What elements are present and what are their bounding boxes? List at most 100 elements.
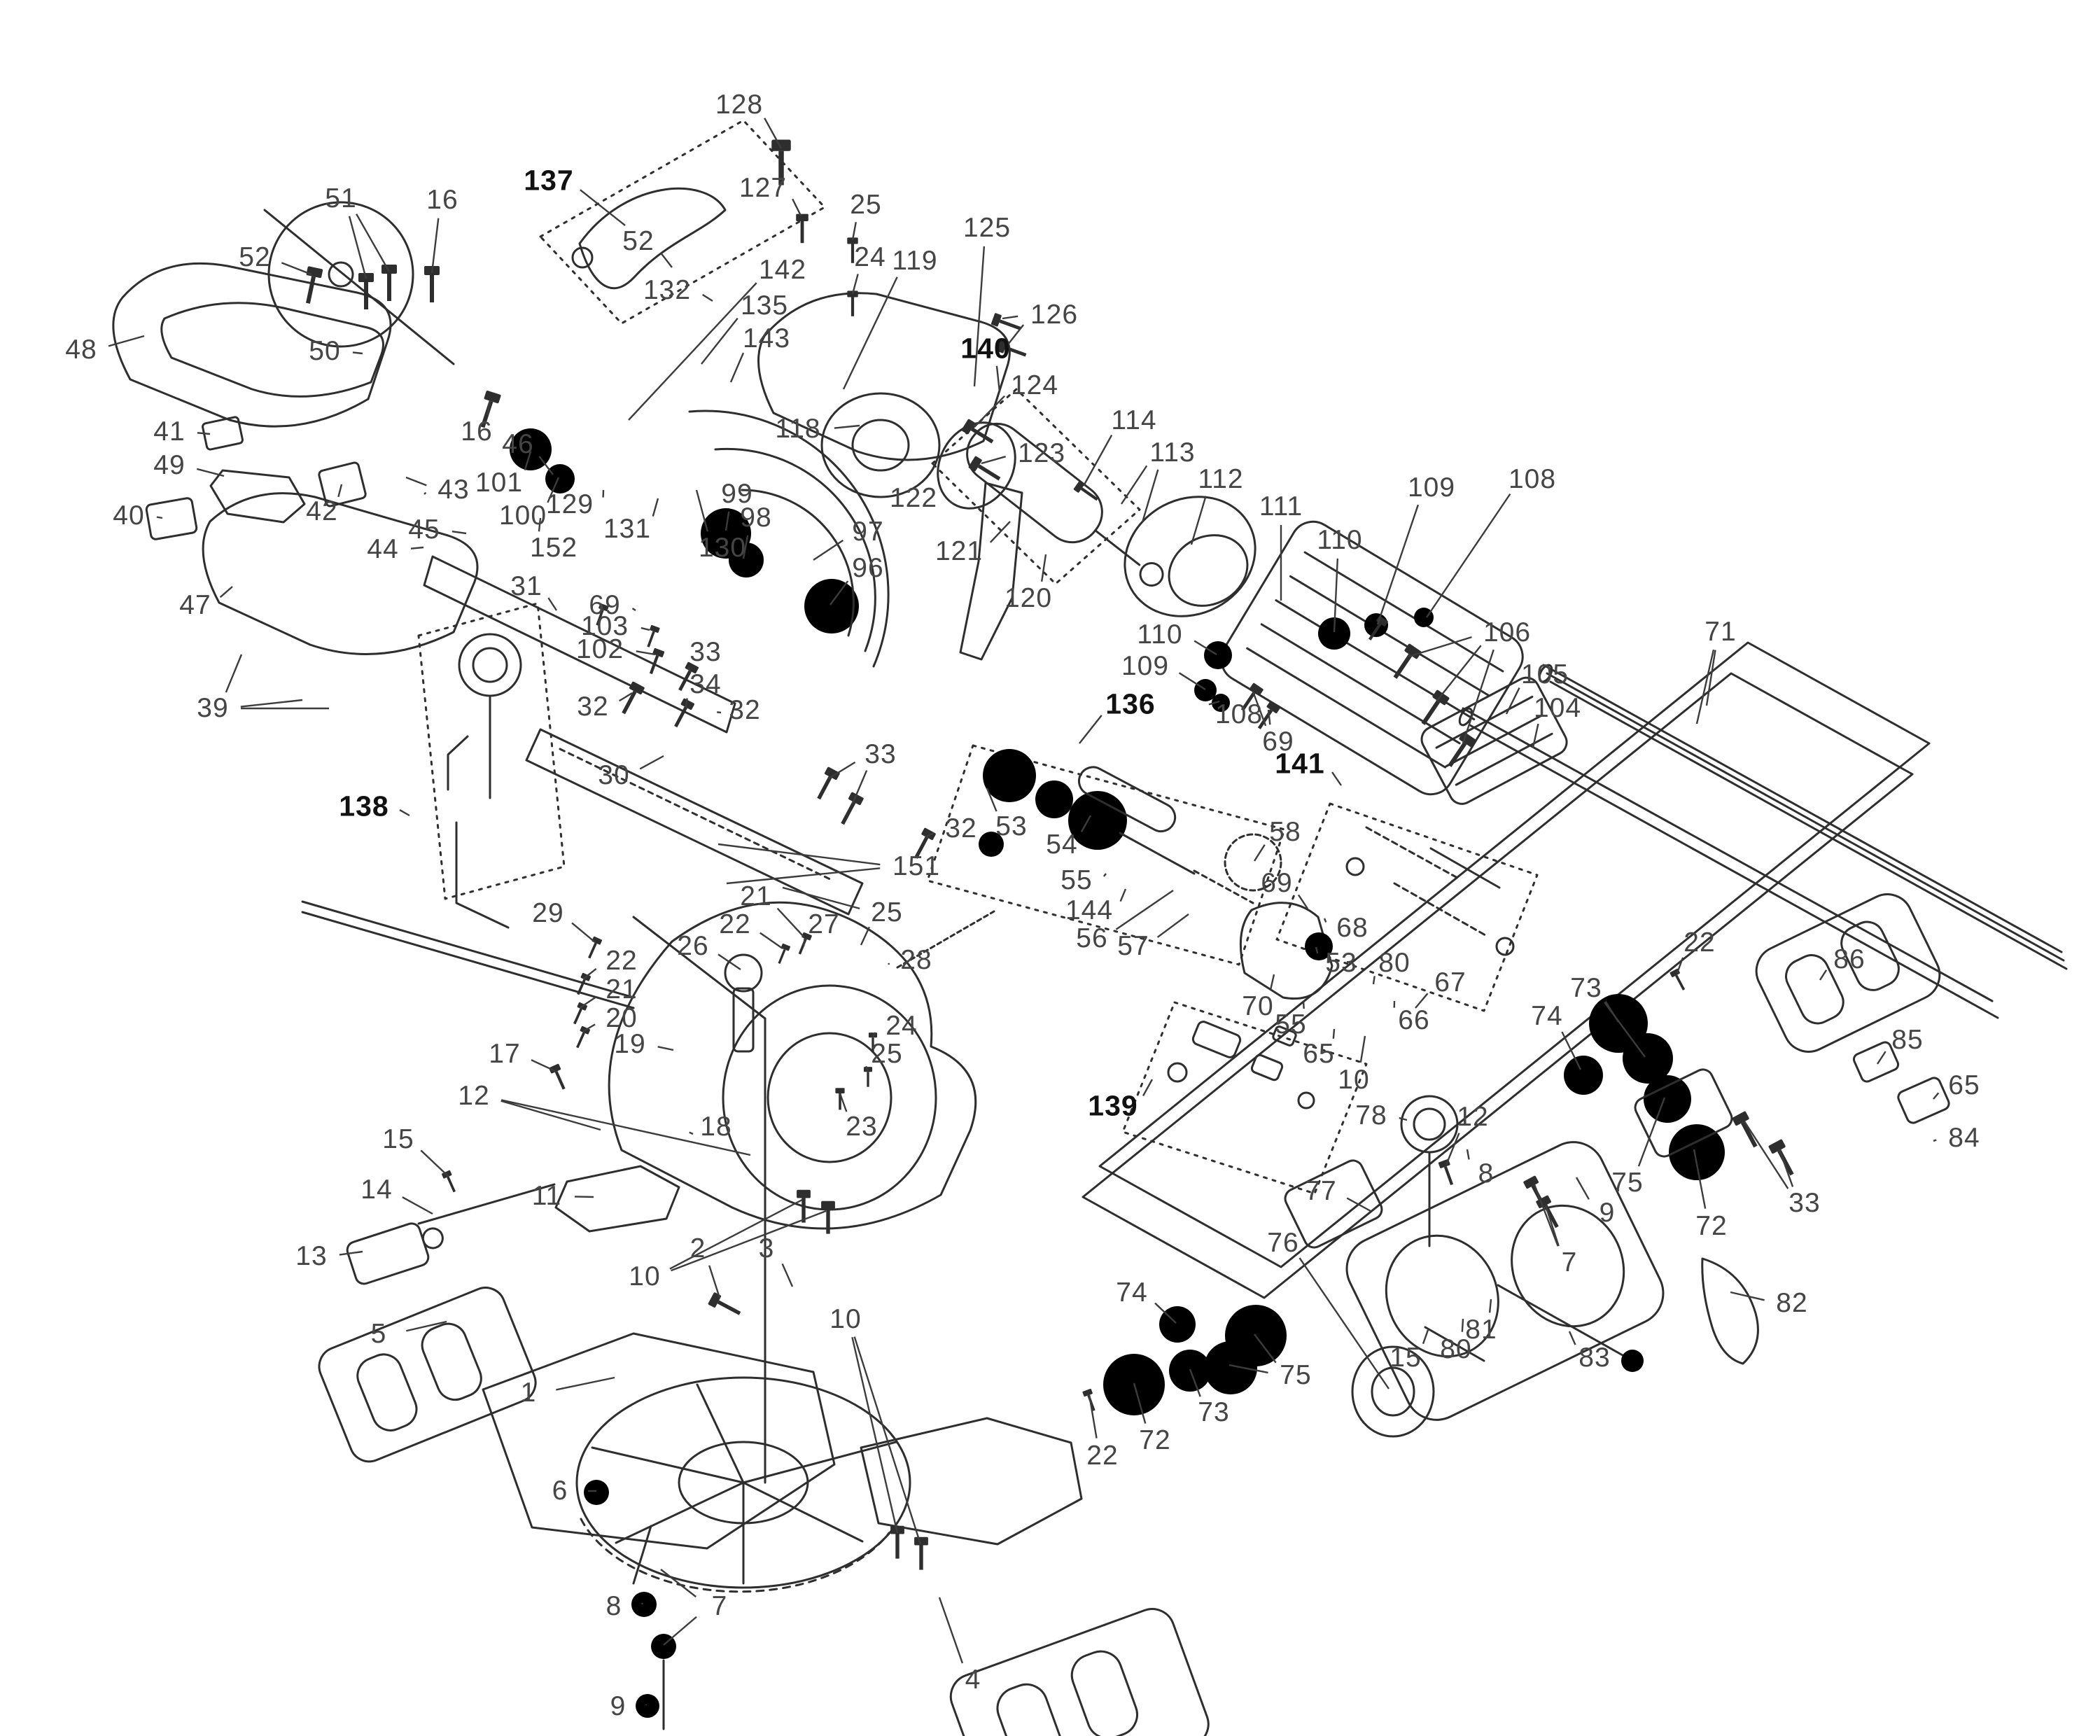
- bushing-76r: [1284, 1159, 1383, 1249]
- part-label-66-88: 66: [1398, 1005, 1430, 1035]
- leader-line-74: [1154, 1302, 1177, 1324]
- leader-line-12: [1445, 1133, 1460, 1166]
- leader-line-33: [851, 770, 868, 804]
- detent-lever-11: [554, 1165, 680, 1233]
- part-label-42-30: 42: [306, 496, 338, 526]
- slide-rail-lower: [1458, 707, 1999, 1019]
- leader-line-78: [1399, 1116, 1408, 1121]
- part-label-26-135: 26: [677, 931, 709, 961]
- part-label-2-143: 2: [690, 1233, 706, 1264]
- leader-line-125: [973, 246, 986, 387]
- leader-line-113: [1141, 469, 1159, 523]
- block-40: [145, 497, 198, 540]
- base-1: [482, 1332, 836, 1550]
- part-label-7-149: 7: [711, 1591, 728, 1621]
- leader-line-121: [989, 521, 1011, 543]
- leader-line-114: [1082, 434, 1113, 486]
- leader-line-39: [225, 654, 243, 693]
- part-label-121-41: 121: [934, 536, 983, 566]
- bevel-housing-77: [1345, 1141, 1665, 1421]
- leader-line-4: [938, 1597, 964, 1664]
- part-label-127-1: 127: [738, 173, 788, 203]
- part-label-108-76: 108: [1214, 699, 1264, 729]
- leader-line-20: [582, 1023, 596, 1033]
- leader-line-10: [669, 1198, 803, 1270]
- part-label-132-20: 132: [643, 275, 692, 305]
- leader-line-22: [1676, 957, 1684, 974]
- leader-line-8: [640, 1602, 643, 1605]
- leader-line-25: [865, 1065, 869, 1072]
- leader-line-33: [828, 761, 856, 780]
- leader-line-144: [1119, 888, 1127, 902]
- rod-15b: [1424, 1326, 1485, 1362]
- leader-line-13: [339, 1250, 363, 1256]
- leader-line-67: [1415, 993, 1429, 1009]
- leader-line-140: [995, 365, 1001, 393]
- part-label-142-10: 142: [758, 255, 807, 285]
- part-label-124-7: 124: [1010, 370, 1059, 400]
- leader-line-109: [1376, 504, 1420, 625]
- leader-line-22: [583, 967, 597, 979]
- leader-line-103: [640, 626, 650, 631]
- part-label-25-140: 25: [871, 1039, 903, 1069]
- foot-4: [949, 1608, 1210, 1736]
- leader-line-69: [1267, 709, 1271, 725]
- leader-line-43: [424, 491, 427, 495]
- washer-8: [631, 1592, 657, 1617]
- part-label-16-15: 16: [426, 185, 458, 215]
- leader-line-51: [348, 216, 368, 279]
- leader-line-76: [1298, 1257, 1390, 1390]
- part-label-57-63: 57: [1117, 931, 1149, 961]
- part-label-140-9: 140: [960, 332, 1011, 365]
- leader-line-52: [659, 252, 673, 268]
- switch-42: [318, 461, 367, 507]
- part-label-48-18: 48: [65, 335, 97, 365]
- part-label-65-91: 65: [1303, 1039, 1335, 1069]
- part-label-50-17: 50: [309, 336, 341, 366]
- leader-line-85: [1876, 1051, 1886, 1065]
- part-label-135-11: 135: [740, 290, 789, 321]
- part-label-49-32: 49: [153, 450, 186, 480]
- leader-line-65: [1933, 1092, 1940, 1100]
- housing-lower-shape: [202, 492, 479, 655]
- part-label-41-31: 41: [153, 416, 186, 447]
- gear-136: [983, 749, 1036, 802]
- part-label-22-95: 22: [1684, 927, 1716, 958]
- stator-112: [1124, 496, 1256, 617]
- part-label-32-53: 32: [577, 692, 609, 722]
- part-label-104-79: 104: [1533, 693, 1582, 723]
- part-label-75-103: 75: [1611, 1168, 1644, 1198]
- group-box-140: [931, 388, 1141, 585]
- leader-line-100: [547, 477, 560, 503]
- part-label-84-101: 84: [1948, 1123, 1980, 1153]
- leader-line-69: [1252, 691, 1267, 727]
- leader-line-137: [580, 189, 626, 226]
- leader-line-108: [1426, 493, 1511, 618]
- handle-top-grip: [160, 302, 384, 398]
- leader-line-136: [1079, 715, 1102, 744]
- leader-line-39: [240, 699, 303, 708]
- leader-line-10: [853, 1336, 922, 1545]
- part-label-65-100: 65: [1948, 1070, 1980, 1100]
- upper-housing-shape: [757, 292, 1011, 461]
- leader-line-16: [430, 218, 440, 274]
- fence-31: [423, 555, 736, 734]
- part-label-22-121: 22: [606, 946, 638, 976]
- leader-line-7: [1544, 1205, 1560, 1247]
- leader-line-29: [571, 922, 596, 943]
- part-label-82-119: 82: [1776, 1288, 1808, 1318]
- leader-line-25: [782, 886, 860, 910]
- part-label-9-117: 9: [1599, 1198, 1616, 1228]
- group-box-138: [417, 602, 566, 900]
- leader-line-69: [1297, 894, 1308, 909]
- part-label-1-145: 1: [520, 1378, 537, 1408]
- leader-line-41: [197, 432, 211, 435]
- leader-line-142: [628, 282, 757, 421]
- part-label-80-113: 80: [1440, 1334, 1472, 1364]
- leader-line-47: [219, 586, 233, 598]
- leader-line-49: [196, 468, 225, 477]
- part-label-73-96: 73: [1570, 973, 1602, 1003]
- part-label-72-110: 72: [1139, 1425, 1171, 1455]
- part-label-12-126: 12: [458, 1081, 490, 1111]
